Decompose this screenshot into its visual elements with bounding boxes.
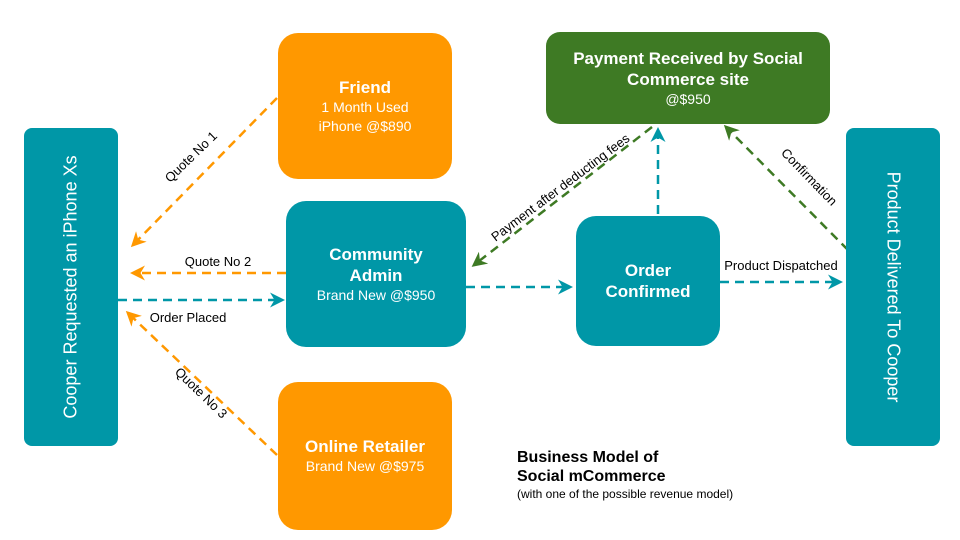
- edge-payment-after-fees: [471, 126, 653, 267]
- node-friend-line1: 1 Month Used: [321, 98, 409, 115]
- node-payment-received-title-1: Payment Received by Social: [573, 48, 803, 68]
- node-community-admin-line1: Brand New @$950: [316, 286, 436, 303]
- edge-label-product-dispatched: Product Dispatched: [724, 258, 837, 273]
- node-payment-received: Payment Received by Social Commerce site…: [546, 32, 830, 124]
- edge-label-quote-3: Quote No 3: [172, 364, 230, 421]
- node-online-retailer-line1: Brand New @$975: [305, 458, 425, 474]
- node-cooper-request: Cooper Requested an iPhone Xs: [24, 128, 118, 446]
- node-order-confirmed-title-2: Confirmed: [605, 282, 691, 301]
- node-friend: Friend 1 Month Used iPhone @$890: [278, 33, 452, 179]
- node-order-confirmed: Order Confirmed: [576, 216, 720, 346]
- edge-quote-1: [130, 97, 278, 248]
- node-community-admin: Community Admin Brand New @$950: [286, 201, 466, 347]
- node-friend-title: Friend: [339, 77, 391, 97]
- caption-line-1: Business Model of: [517, 449, 659, 466]
- edge-label-quote-2: Quote No 2: [185, 254, 252, 269]
- edge-quote-3: [125, 310, 278, 456]
- node-online-retailer-title: Online Retailer: [305, 437, 425, 456]
- node-product-delivered: Product Delivered To Cooper: [846, 128, 940, 446]
- node-friend-line2: iPhone @$890: [318, 117, 412, 134]
- edge-label-confirmation: Confirmation: [778, 145, 840, 208]
- node-payment-received-title-2: Commerce site: [627, 69, 749, 89]
- edge-label-quote-1: Quote No 1: [162, 128, 220, 185]
- edge-label-order-placed: Order Placed: [150, 310, 227, 325]
- node-order-confirmed-title-1: Order: [624, 261, 672, 280]
- node-community-admin-title-2: Admin: [349, 265, 403, 285]
- node-online-retailer: Online Retailer Brand New @$975: [278, 382, 452, 530]
- node-payment-received-line1: @$950: [665, 90, 711, 107]
- caption-line-2: Social mCommerce: [517, 468, 666, 485]
- caption-line-3: (with one of the possible revenue model): [517, 487, 734, 501]
- node-cooper-label: Cooper Requested an iPhone Xs: [60, 155, 81, 419]
- node-community-admin-title-1: Community: [329, 244, 423, 264]
- diagram-caption: Business Model of Social mCommerce (with…: [517, 448, 733, 502]
- node-product-delivered-label: Product Delivered To Cooper: [883, 171, 904, 403]
